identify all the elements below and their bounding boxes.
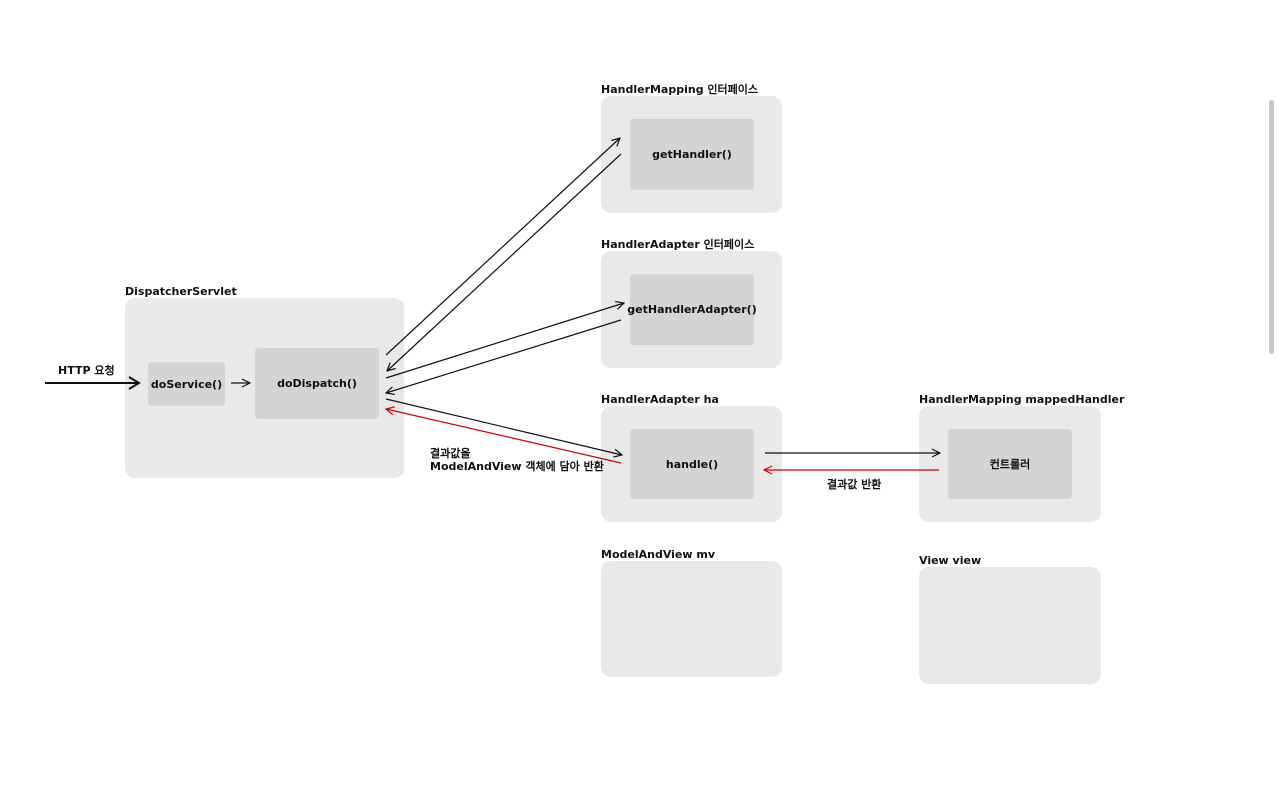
do-dispatch-box: doDispatch() [255, 348, 379, 419]
result-to-mav-annotation-line2: ModelAndView 객체에 담아 반환 [430, 460, 604, 473]
model-and-view-container [601, 561, 782, 677]
get-handler-box: getHandler() [630, 119, 754, 190]
get-handler-adapter-box: getHandlerAdapter() [627, 274, 757, 345]
model-and-view-label: ModelAndView mv [601, 548, 716, 561]
get-handler-return-arrow [387, 153, 622, 371]
dispatch-to-handle-arrow [385, 398, 622, 455]
view-label: View view [919, 554, 982, 567]
handler-adapter-interface-label: HandlerAdapter 인터페이스 [601, 238, 755, 251]
result-to-mav-annotation-line1: 결과값을 [430, 447, 471, 460]
dispatch-to-get-handler-adapter-arrow [385, 303, 624, 379]
controller-box: 컨트롤러 [948, 429, 1072, 499]
mapped-handler-label: HandlerMapping mappedHandler [919, 393, 1125, 406]
page-scrollbar[interactable] [1269, 100, 1274, 354]
dispatch-to-get-handler-arrow [385, 138, 620, 356]
get-handler-adapter-return-arrow [386, 319, 622, 393]
handler-mapping-interface-label: HandlerMapping 인터페이스 [601, 83, 759, 96]
handler-adapter-ha-label: HandlerAdapter ha [601, 393, 719, 406]
do-service-box: doService() [148, 362, 225, 406]
result-return-annotation: 결과값 반환 [827, 478, 882, 491]
handle-return-mav-arrow [386, 409, 622, 464]
dispatcher-servlet-label: DispatcherServlet [125, 285, 237, 298]
view-container [919, 567, 1101, 684]
handle-box: handle() [630, 429, 754, 499]
http-request-label: HTTP 요청 [58, 364, 115, 377]
